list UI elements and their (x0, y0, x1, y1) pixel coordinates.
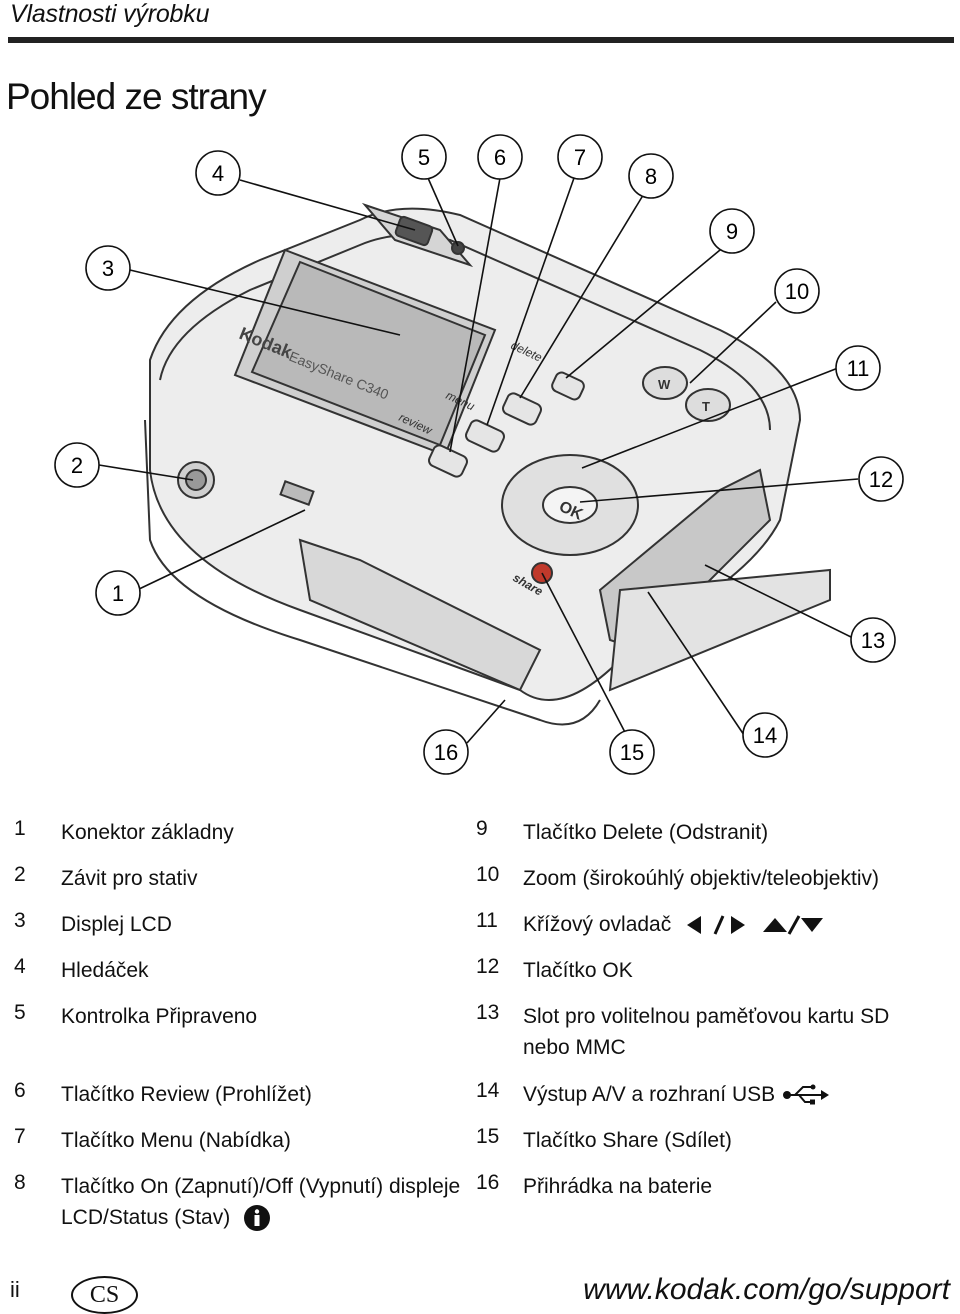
camera-figure: Kodak EasyShare C340 delete menu review … (54, 134, 904, 775)
callout-11: 11 (835, 345, 881, 391)
callout-5: 5 (401, 134, 447, 180)
callout-14: 14 (742, 712, 788, 758)
legend-number: 6 (14, 1079, 26, 1102)
legend-text: Tlačítko OK (523, 959, 633, 982)
legend-text: Výstup A/V a rozhraní USB (523, 1079, 829, 1125)
svg-text:5: 5 (418, 145, 430, 170)
legend-item: 15 Tlačítko Share (Sdílet) (476, 1125, 946, 1171)
legend-text: Křížový ovladač (523, 909, 825, 955)
leader-lines (98, 177, 859, 744)
callout-8: 8 (628, 153, 674, 199)
legend-item: 3 Displej LCD (14, 909, 464, 955)
legend-item: 14 Výstup A/V a rozhraní USB (476, 1079, 946, 1125)
svg-text:4: 4 (212, 161, 224, 186)
callout-16: 16 (423, 729, 469, 775)
legend-number: 8 (14, 1171, 26, 1194)
callout-3: 3 (85, 245, 131, 291)
svg-text:12: 12 (869, 467, 893, 492)
camera-illustration (144, 202, 831, 726)
info-icon (244, 1205, 271, 1232)
legend-number: 5 (14, 1001, 26, 1024)
callout-1: 1 (95, 570, 141, 616)
legend-number: 16 (476, 1171, 500, 1194)
legend-item: 4 Hledáček (14, 955, 464, 1001)
legend-text: Tlačítko Review (Prohlížet) (61, 1083, 312, 1106)
header-rule (8, 37, 954, 43)
legend-item: 12 Tlačítko OK (476, 955, 946, 1001)
support-url[interactable]: www.kodak.com/go/support (583, 1273, 950, 1306)
svg-text:9: 9 (726, 219, 738, 244)
legend-item: 9 Tlačítko Delete (Odstranit) (476, 817, 946, 863)
legend-text: Tlačítko Delete (Odstranit) (523, 821, 769, 844)
svg-text:8: 8 (645, 164, 657, 189)
legend-number: 4 (14, 955, 26, 978)
svg-text:10: 10 (785, 279, 809, 304)
language-badge: CS (71, 1276, 138, 1314)
legend-item: 16 Přihrádka na baterie (476, 1171, 946, 1217)
callout-6: 6 (477, 134, 523, 180)
legend-text: Kontrolka Připraveno (61, 1005, 258, 1028)
legend-item: 6 Tlačítko Review (Prohlížet) (14, 1079, 464, 1125)
section-header: Vlastnosti výrobku (10, 0, 210, 28)
callout-2: 2 (54, 442, 100, 488)
legend-text: Tlačítko Menu (Nabídka) (61, 1129, 291, 1152)
legend-item: 10 Zoom (širokoúhlý objektiv/teleobjektiv… (476, 863, 946, 909)
legend-item: 8 Tlačítko On (Zapnutí)/Off (Vypnutí) di… (14, 1171, 464, 1233)
legend-number: 10 (476, 863, 500, 886)
legend-number: 13 (476, 1001, 500, 1024)
legend-number: 9 (476, 817, 488, 840)
legend-left: 1 Konektor základny 2 Závit pro stativ 3 Di… (14, 817, 464, 1233)
wide-label: W (658, 377, 671, 392)
svg-text:15: 15 (620, 740, 644, 765)
legend-number: 14 (476, 1079, 500, 1102)
legend-number: 1 (14, 817, 26, 840)
legend-text: Hledáček (61, 959, 149, 982)
svg-text:14: 14 (753, 723, 777, 748)
callout-12: 12 (858, 456, 904, 502)
legend-number: 12 (476, 955, 500, 978)
legend-item: 13 Slot pro volitelnou paměťovou kartu SD… (476, 1001, 946, 1079)
svg-text:1: 1 (112, 581, 124, 606)
svg-text:16: 16 (434, 740, 458, 765)
callout-7: 7 (557, 134, 603, 180)
callout-10: 10 (774, 268, 820, 314)
callout-9: 9 (709, 208, 755, 254)
svg-text:11: 11 (847, 356, 870, 381)
legend-text: Zoom (širokoúhlý objektiv/teleobjektiv) (523, 867, 879, 890)
legend-number: 15 (476, 1125, 500, 1148)
legend-item: 7 Tlačítko Menu (Nabídka) (14, 1125, 464, 1171)
svg-text:2: 2 (71, 453, 83, 478)
legend-text: Konektor základny (61, 821, 234, 844)
legend-item: 1 Konektor základny (14, 817, 464, 863)
svg-text:7: 7 (574, 145, 586, 170)
legend-number: 11 (476, 909, 498, 932)
svg-text:13: 13 (861, 628, 885, 653)
callout-4: 4 (195, 150, 241, 196)
arrow-left-right-icon (687, 915, 746, 936)
arrow-up-down-icon (762, 915, 823, 936)
page-number: ii (10, 1277, 20, 1302)
legend-item: 11 Křížový ovladač (476, 909, 946, 955)
svg-text:6: 6 (494, 145, 506, 170)
usb-icon (782, 1084, 829, 1105)
legend-item: 5 Kontrolka Připraveno (14, 1001, 464, 1079)
callout-15: 15 (609, 729, 655, 775)
page-title: Pohled ze strany (6, 76, 267, 117)
legend-number: 2 (14, 863, 26, 886)
svg-text:3: 3 (102, 256, 114, 281)
callouts: 1 2 3 4 5 6 7 8 9 10 11 12 13 14 15 16 (54, 134, 904, 775)
legend-text: Závit pro stativ (61, 867, 198, 890)
legend-right: 9 Tlačítko Delete (Odstranit) 10 Zoom (šir… (476, 817, 946, 1217)
legend-text: Přihrádka na baterie (523, 1175, 713, 1198)
tele-label: T (702, 399, 710, 414)
callout-13: 13 (850, 617, 896, 663)
legend-number: 7 (14, 1125, 26, 1148)
legend-number: 3 (14, 909, 26, 932)
legend-item: 2 Závit pro stativ (14, 863, 464, 909)
legend-text: Tlačítko On (Zapnutí)/Off (Vypnutí) disp… (61, 1171, 460, 1233)
legend-text: Tlačítko Share (Sdílet) (523, 1129, 732, 1152)
legend-text: Displej LCD (61, 913, 172, 936)
